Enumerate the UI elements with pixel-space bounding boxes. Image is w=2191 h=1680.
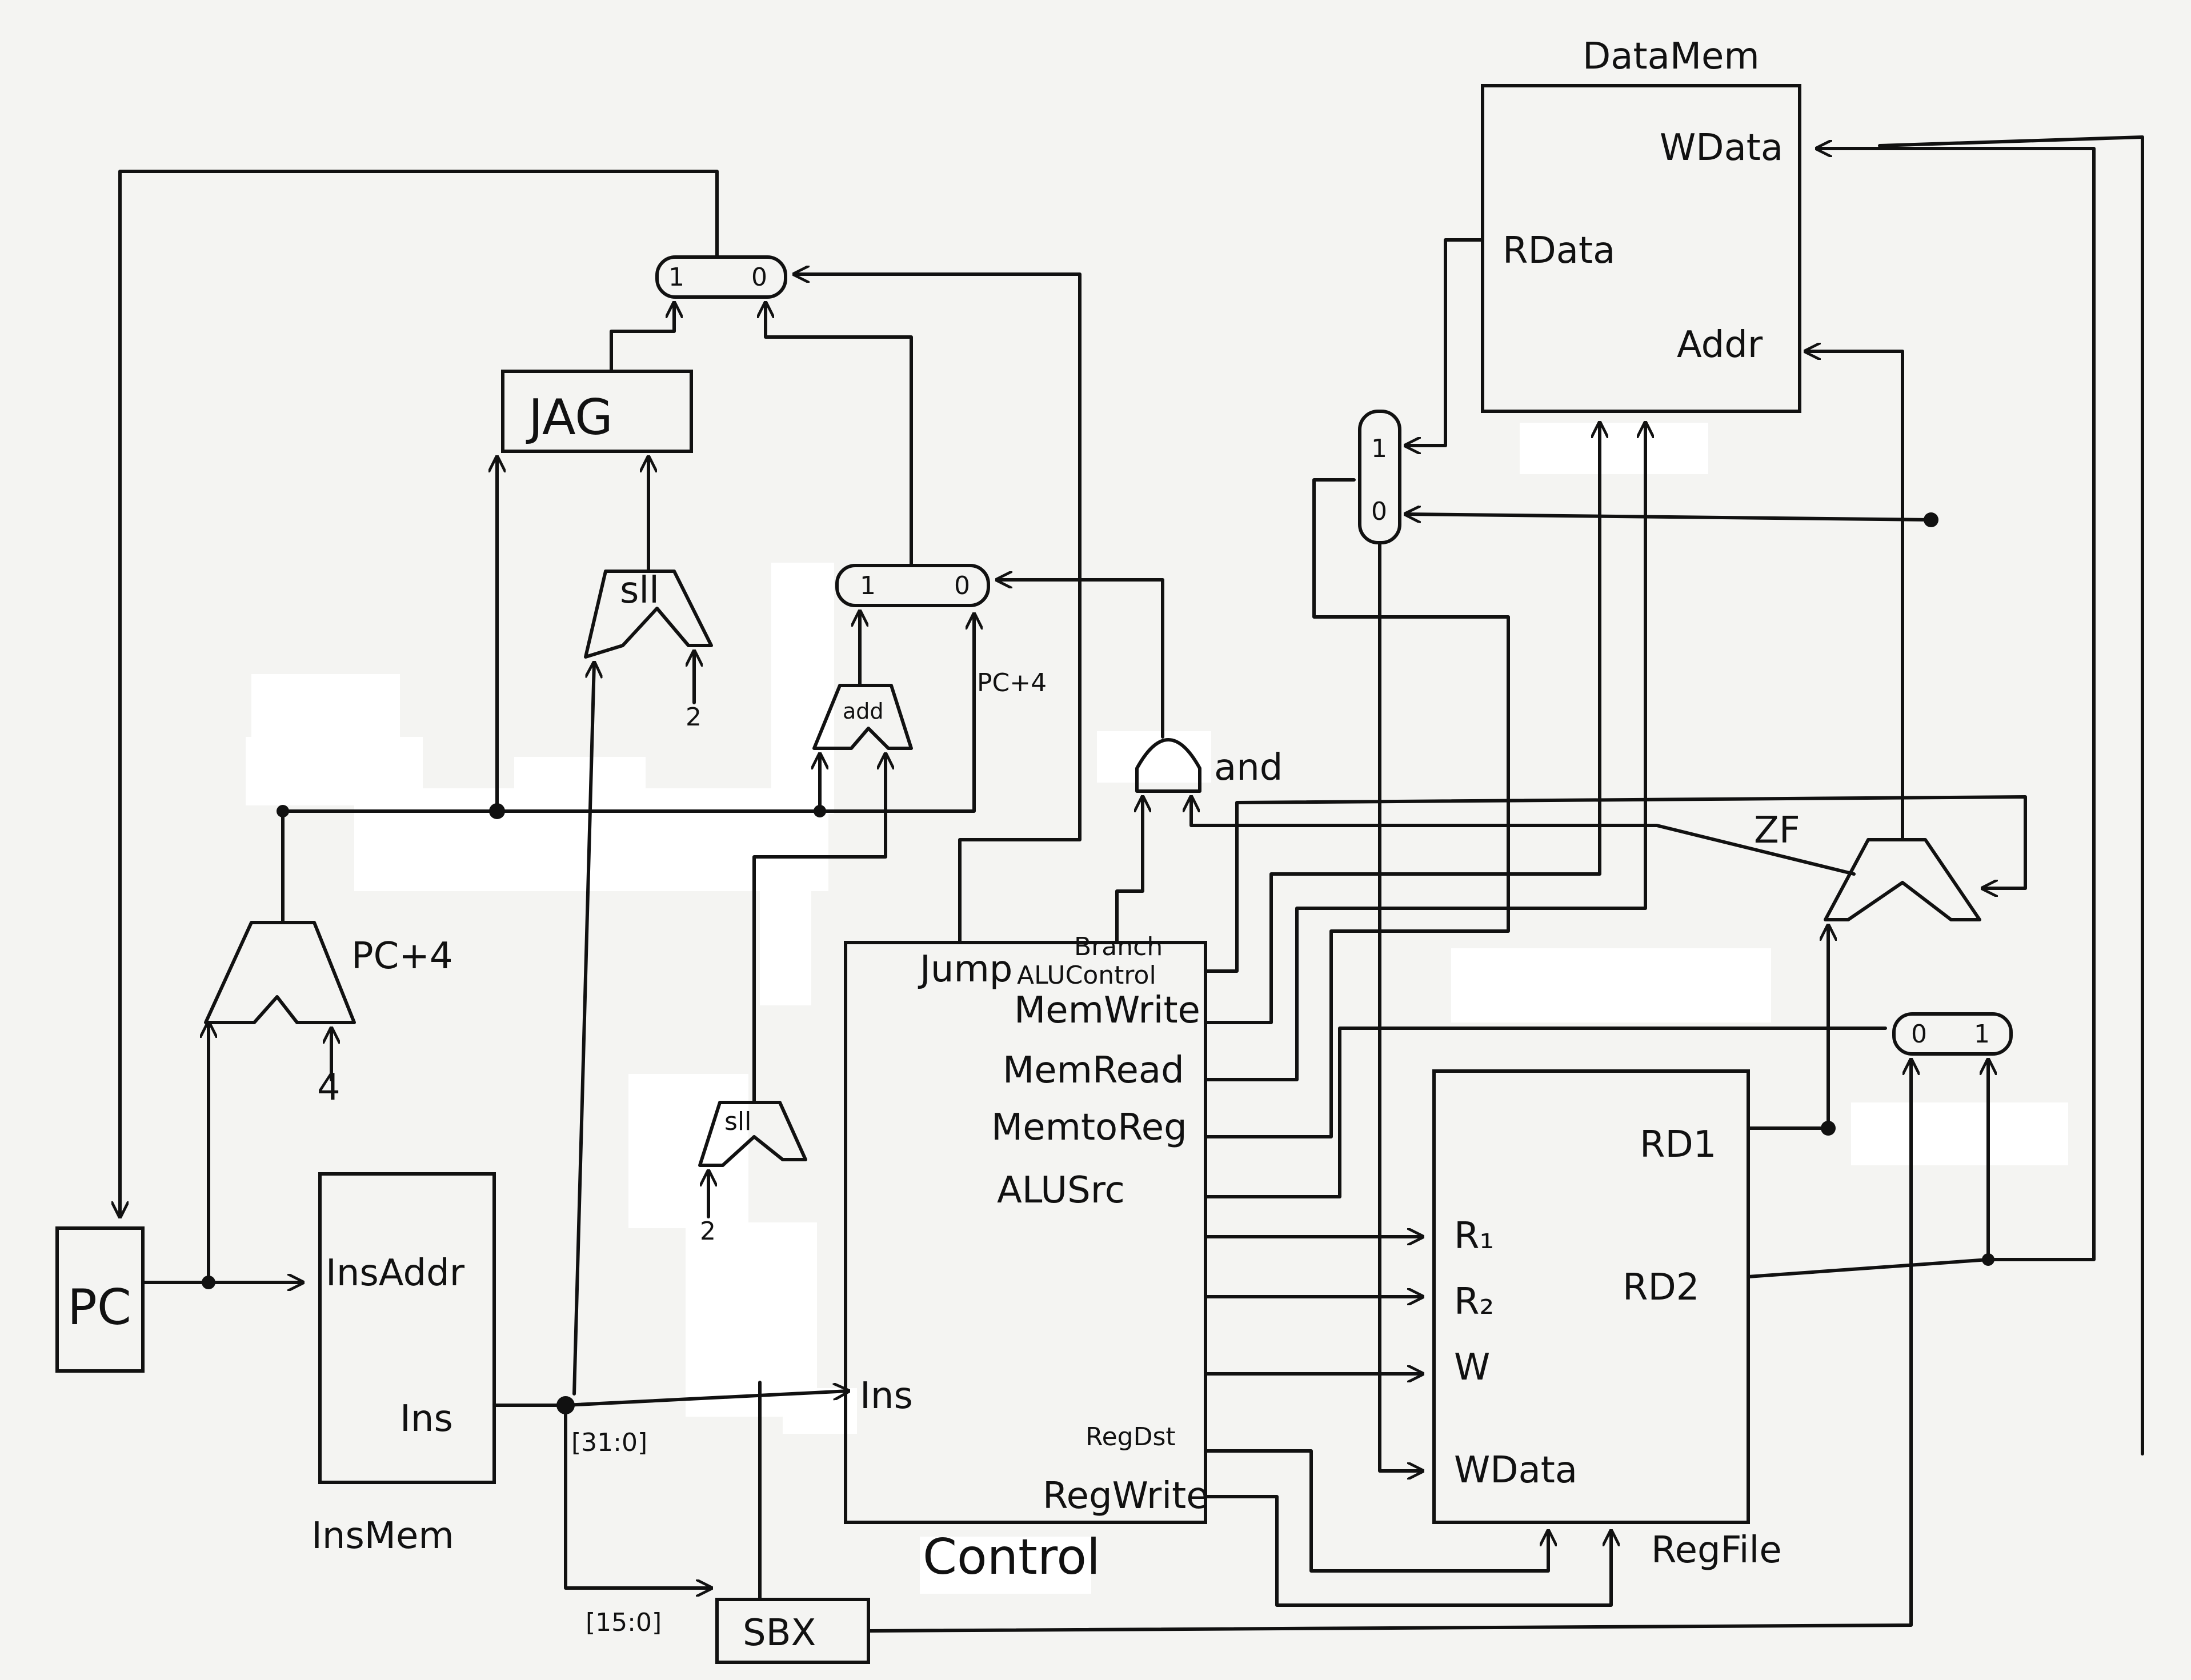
addr-port: Addr	[1677, 324, 1763, 366]
wdata-reg-port: WData	[1454, 1449, 1577, 1491]
r2-port: R₂	[1454, 1281, 1494, 1323]
signal-alu-control: ALUControl	[1017, 961, 1156, 990]
bits-31-0-label: [31:0]	[571, 1428, 647, 1457]
instruction-memory: InsAddr Ins InsMem	[311, 1174, 494, 1557]
register-file: RD1 RD2 R₁ R₂ W WData RegFile	[1434, 1071, 1782, 1571]
signal-alu-src: ALUSrc	[997, 1169, 1125, 1212]
sll-bottom-label: sll	[724, 1107, 751, 1136]
jag-label: JAG	[526, 389, 613, 446]
sll-top-shifter: sll	[586, 570, 711, 657]
w-port: W	[1454, 1346, 1490, 1389]
and-label: and	[1214, 747, 1283, 789]
wdata-mem-port: WData	[1660, 127, 1783, 169]
pc-plus4-adder: PC+4	[206, 923, 453, 1023]
svg-text:0: 0	[1371, 497, 1387, 526]
r1-port: R₁	[1454, 1215, 1494, 1257]
pc-label: PC	[67, 1279, 131, 1336]
memtoreg-mux: 1 0	[1360, 411, 1400, 543]
rdata-port: RData	[1503, 230, 1615, 272]
signal-jump: Jump	[918, 948, 1012, 991]
svg-text:1: 1	[668, 263, 684, 292]
signal-mem-write: MemWrite	[1014, 989, 1200, 1032]
svg-text:1: 1	[860, 571, 876, 600]
rd2-port: RD2	[1623, 1266, 1699, 1309]
sbx-label: SBX	[743, 1612, 816, 1654]
shift-bottom-label: 2	[700, 1217, 716, 1246]
bits-15-0-label: [15:0]	[586, 1608, 662, 1637]
alusrc-mux: 0 1	[1894, 1014, 2011, 1054]
control-label: Control	[923, 1529, 1100, 1586]
control-ins-port: Ins	[860, 1375, 913, 1417]
signal-mem-read: MemRead	[1003, 1049, 1184, 1092]
top-jump-mux: 1 0	[657, 257, 786, 297]
control-unit: Jump Branch ALUControl MemWrite MemRead …	[846, 932, 1209, 1586]
data-memory: DataMem WData RData Addr	[1483, 35, 1800, 411]
signal-reg-write: RegWrite	[1043, 1475, 1209, 1517]
svg-text:1: 1	[1371, 434, 1387, 463]
signal-reg-dst: RegDst	[1086, 1422, 1176, 1452]
jag-block: JAG	[503, 371, 691, 451]
ins-mem-label: InsMem	[311, 1515, 454, 1557]
branch-mux: 1 0	[837, 566, 988, 606]
ins-port: Ins	[400, 1398, 453, 1440]
pc-plus4-branch-label: PC+4	[977, 668, 1047, 697]
shift-top-label: 2	[686, 703, 702, 732]
zf-label: ZF	[1754, 809, 1800, 852]
const-4-label: 4	[317, 1066, 341, 1109]
svg-text:0: 0	[954, 571, 970, 600]
branch-adder: add PC+4	[814, 668, 1047, 748]
pc-register: PC	[57, 1228, 143, 1371]
add-label: add	[843, 699, 884, 724]
data-mem-label: DataMem	[1583, 35, 1760, 78]
sll-top-label: sll	[620, 570, 659, 612]
svg-text:0: 0	[751, 263, 767, 292]
svg-text:0: 0	[1911, 1020, 1927, 1049]
rd1-port: RD1	[1640, 1124, 1716, 1166]
pc-plus4-main-label: PC+4	[351, 935, 453, 977]
sbx-block: SBX	[717, 1599, 868, 1662]
main-alu: ZF	[1754, 809, 1980, 920]
ins-addr-port: InsAddr	[326, 1252, 465, 1294]
reg-file-label: RegFile	[1651, 1529, 1782, 1571]
svg-text:1: 1	[1974, 1020, 1990, 1049]
signal-mem-to-reg: MemtoReg	[991, 1106, 1187, 1149]
